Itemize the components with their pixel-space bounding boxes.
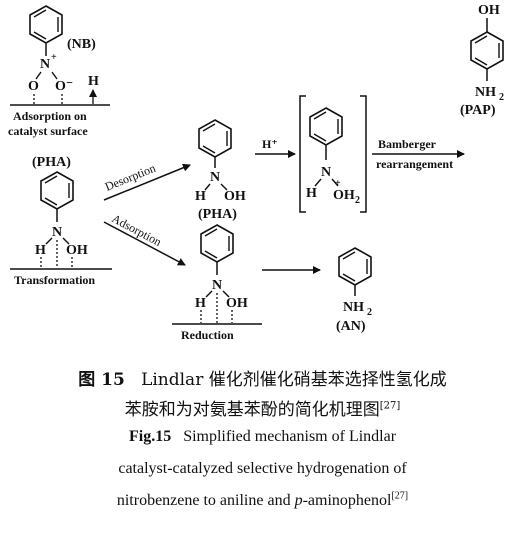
benzene-ring-an <box>338 247 372 286</box>
atom-o-minus-nb: O⁻ <box>55 79 73 94</box>
subscript-2: 2 <box>355 195 360 206</box>
atom-oh-pap: OH <box>478 3 500 18</box>
label-transformation: Transformation <box>14 273 95 287</box>
benzene-ring-pha-adsorbed <box>200 224 234 263</box>
caption-en-text-3-italic: p <box>294 492 303 509</box>
label-h-plus: H⁺ <box>262 137 278 151</box>
atom-h-pha-left: H <box>35 243 46 258</box>
label-adsorption: Adsorption <box>110 211 164 249</box>
caption-en-line-3: nitrobenzene to aniline and p-aminopheno… <box>0 490 525 510</box>
caption-zh-reference: [27] <box>379 400 401 412</box>
plus-charge-intermediate: + <box>335 178 341 189</box>
caption-zh-figure-number: 图 15 <box>78 370 125 390</box>
atom-oh2-intermediate: OH <box>333 188 355 203</box>
label-an: (AN) <box>336 319 366 334</box>
benzene-ring-pha-left <box>40 171 74 210</box>
mechanism-diagram: N + O O⁻ H (NB) Adsorption on catalyst s… <box>8 3 504 342</box>
label-reduction: Reduction <box>181 328 234 342</box>
atom-nh2-an: NH <box>343 300 364 315</box>
label-bamberger: Bamberger <box>378 137 437 151</box>
atom-oh-pha-free: OH <box>224 189 246 204</box>
caption-en-text-1: Simplified mechanism of Lindlar <box>183 428 397 445</box>
adsorption-arrow <box>103 221 186 266</box>
atom-nh2-pap: NH <box>475 85 496 100</box>
label-pha-bottom: (PHA) <box>198 207 237 222</box>
pha-molecule-left: N H OH <box>35 171 88 268</box>
atom-n-nb: N <box>40 57 50 72</box>
benzene-ring-pap <box>470 31 504 70</box>
desorption-arrow <box>103 163 191 201</box>
pap-molecule: OH NH 2 <box>470 3 504 103</box>
atom-oh-pha-adsorbed: OH <box>226 296 248 311</box>
label-adsorption-on: Adsorption on <box>13 109 87 123</box>
atom-h-nb: H <box>88 74 99 89</box>
label-rearrangement: rearrangement <box>376 157 453 171</box>
subscript-2-pap: 2 <box>499 92 504 103</box>
caption-en-text-3b: -aminophenol <box>302 492 392 509</box>
atom-oh-pha-left: OH <box>66 243 88 258</box>
bracket-left <box>299 95 306 213</box>
caption-zh-text-1: Lindlar 催化剂催化硝基苯选择性氢化成 <box>141 370 447 390</box>
atom-o-nb: O <box>28 79 39 94</box>
label-pap: (PAP) <box>460 103 496 118</box>
pha-molecule-adsorbed: N H OH <box>195 224 248 323</box>
atom-n-intermediate: N <box>321 165 331 180</box>
caption-en-text-2: catalyst-catalyzed selective hydrogenati… <box>118 460 407 477</box>
subscript-2-an: 2 <box>367 307 372 318</box>
nb-molecule: N + O O⁻ H <box>28 5 99 104</box>
caption-zh-line-2: 苯胺和为对氨基苯酚的简化机理图[27] <box>0 395 525 420</box>
caption-zh-line-1: 图 15 Lindlar 催化剂催化硝基苯选择性氢化成 <box>0 365 525 390</box>
plus-charge: + <box>51 52 57 63</box>
atom-n-pha-adsorbed: N <box>212 278 222 293</box>
atom-h-pha-adsorbed: H <box>195 296 206 311</box>
caption-zh-text-2: 苯胺和为对氨基苯酚的简化机理图 <box>124 400 380 420</box>
label-pha-left: (PHA) <box>32 155 71 170</box>
pha-molecule-free: N H OH <box>195 119 246 204</box>
an-molecule: NH 2 <box>338 247 372 318</box>
atom-n-pha-left: N <box>52 225 62 240</box>
label-catalyst-surface: catalyst surface <box>8 124 88 138</box>
atom-h-intermediate: H <box>306 186 317 201</box>
caption-en-reference: [27] <box>391 490 409 502</box>
protonated-intermediate: N H OH 2 + <box>299 95 367 213</box>
benzene-ring-nb <box>29 5 63 44</box>
caption-en-text-3a: nitrobenzene to aniline and <box>116 492 295 509</box>
atom-h-pha-free: H <box>195 189 206 204</box>
caption-en-line-2: catalyst-catalyzed selective hydrogenati… <box>0 460 525 478</box>
atom-n-pha-free: N <box>210 170 220 185</box>
benzene-ring-intermediate <box>309 107 343 146</box>
label-nb: (NB) <box>67 37 96 52</box>
caption-en-figure-number: Fig.15 <box>128 428 172 445</box>
bracket-right <box>360 95 367 213</box>
caption-en-line-1: Fig.15 Simplified mechanism of Lindlar <box>0 428 525 446</box>
benzene-ring-pha-free <box>198 119 232 158</box>
